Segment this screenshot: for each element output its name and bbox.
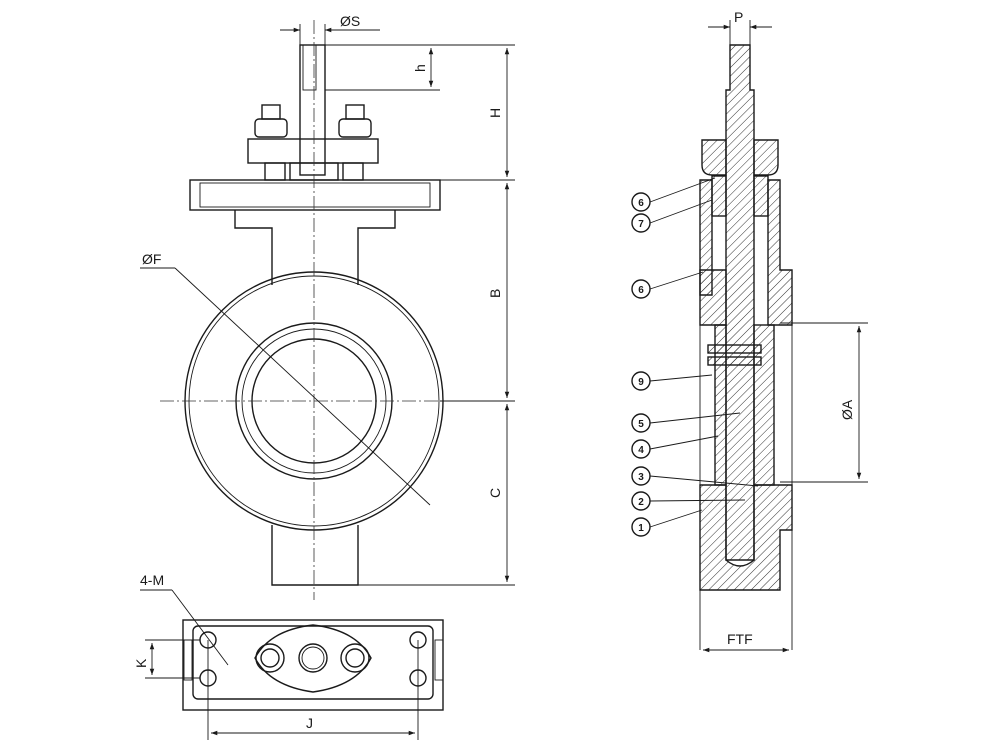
lower-body <box>699 484 793 591</box>
packing <box>711 175 727 217</box>
flange-diameter-leader <box>174 267 431 506</box>
stem-flat <box>302 44 317 91</box>
svg-text:3: 3 <box>638 472 644 483</box>
top-flange <box>189 179 441 211</box>
section-stem <box>725 44 755 561</box>
stem <box>299 44 326 176</box>
stem-width-label: P <box>734 9 743 25</box>
flange-diameter-label: ØF <box>142 251 161 267</box>
top-height-label: H <box>487 108 503 118</box>
horizontal-spacing-label: J <box>306 715 313 731</box>
balloon-4: 9 <box>631 371 713 391</box>
neck <box>234 210 396 285</box>
svg-text:2: 2 <box>638 497 644 508</box>
svg-text:7: 7 <box>638 219 644 230</box>
svg-text:1: 1 <box>638 523 644 534</box>
bottom-plate <box>182 619 444 711</box>
balloon-7: 3 <box>631 466 759 487</box>
balloon-8: 2 <box>631 491 746 511</box>
upper-height-label: B <box>487 289 503 298</box>
flat-height-label: h <box>412 64 428 72</box>
svg-text:9: 9 <box>638 377 644 388</box>
balloon-6: 4 <box>631 435 719 459</box>
bracket-plate <box>247 138 379 164</box>
balloon-2: 7 <box>631 199 713 233</box>
bore-diameter-label: ØA <box>839 399 855 420</box>
stem-diameter-label: ØS <box>340 13 360 29</box>
bolt-holes-label: 4-M <box>140 572 164 588</box>
svg-text:5: 5 <box>638 419 644 430</box>
section-view: P ØA FTF 6 7 6 9 <box>631 9 868 653</box>
svg-text:6: 6 <box>638 285 644 296</box>
vertical-spacing-label: K <box>133 658 149 668</box>
front-view: ØF ØS h H B C <box>140 13 515 600</box>
balloon-1: 6 <box>631 177 716 212</box>
balloon-5: 5 <box>631 412 741 433</box>
lower-neck <box>271 525 359 586</box>
bolt-right <box>338 104 372 138</box>
svg-text:6: 6 <box>638 198 644 209</box>
face-to-face-label: FTF <box>727 631 753 647</box>
drive-flange <box>254 624 372 693</box>
balloon-9: 1 <box>631 509 703 537</box>
bottom-view: 4-M K J <box>133 572 444 740</box>
bolt-left <box>254 104 288 138</box>
svg-text:4: 4 <box>638 445 644 456</box>
o-ring <box>707 344 762 354</box>
balloon-3: 6 <box>631 271 704 299</box>
lower-height-label: C <box>487 488 503 498</box>
